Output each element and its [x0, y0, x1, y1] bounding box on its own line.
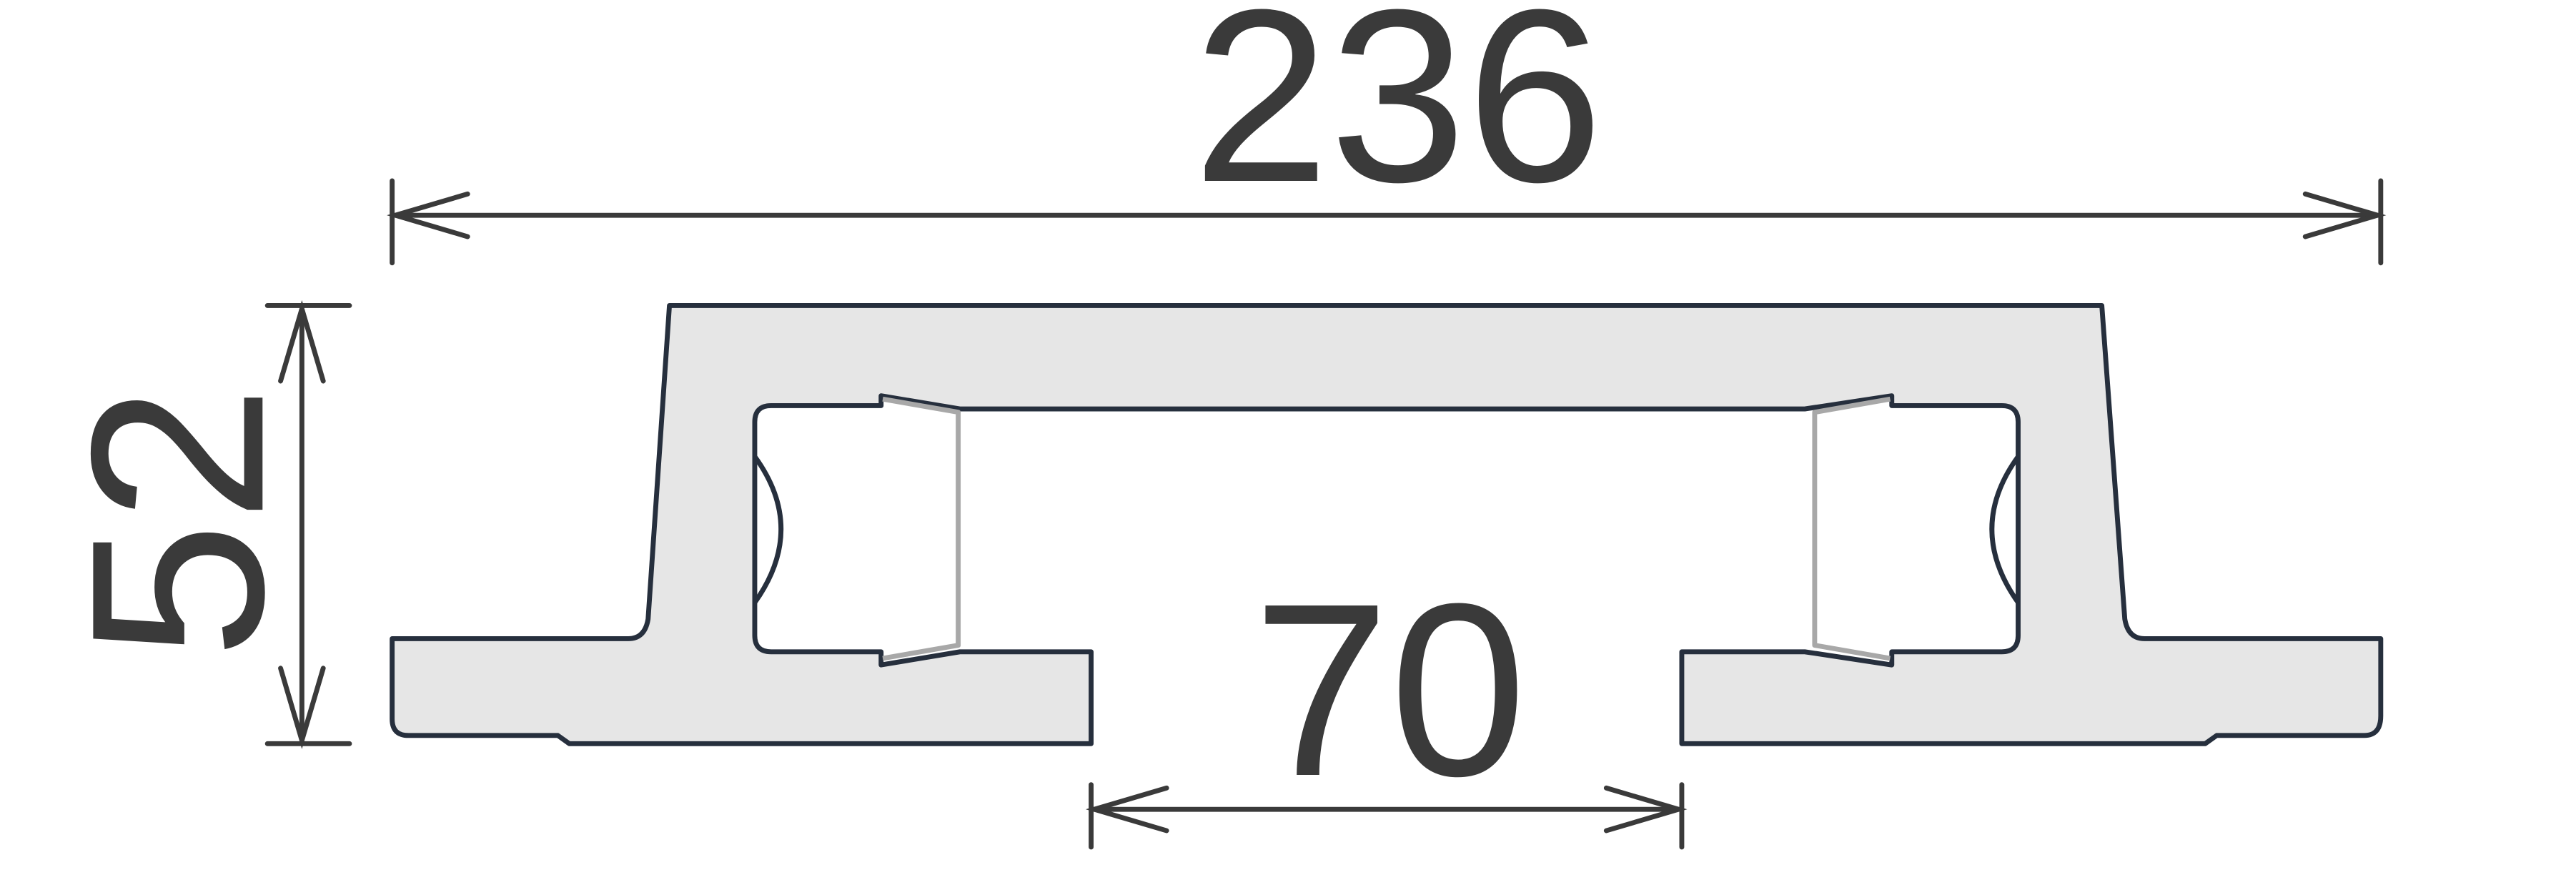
- overall-height-label: 52: [39, 385, 314, 659]
- left-seal-bulb: [753, 455, 784, 604]
- opening-width-label: 70: [1253, 552, 1527, 827]
- left-seal-strip: [882, 396, 961, 661]
- opening-arrow-right: [1603, 785, 1688, 834]
- overall-height-dimension: [264, 300, 352, 749]
- right-seal-bulb: [1989, 455, 2021, 604]
- overall-width-label: 236: [1193, 0, 1604, 233]
- overall-width-dimension: [387, 178, 2387, 266]
- right-seal-strip: [1812, 396, 1891, 661]
- width-arrow-right: [2302, 191, 2387, 239]
- height-arrow-top: [278, 300, 326, 384]
- profile-cross-section: [390, 302, 2384, 746]
- opening-arrow-left: [1085, 785, 1169, 834]
- width-arrow-left: [387, 191, 470, 239]
- opening-width-dimension: [1085, 782, 1688, 850]
- height-arrow-bottom: [278, 666, 326, 749]
